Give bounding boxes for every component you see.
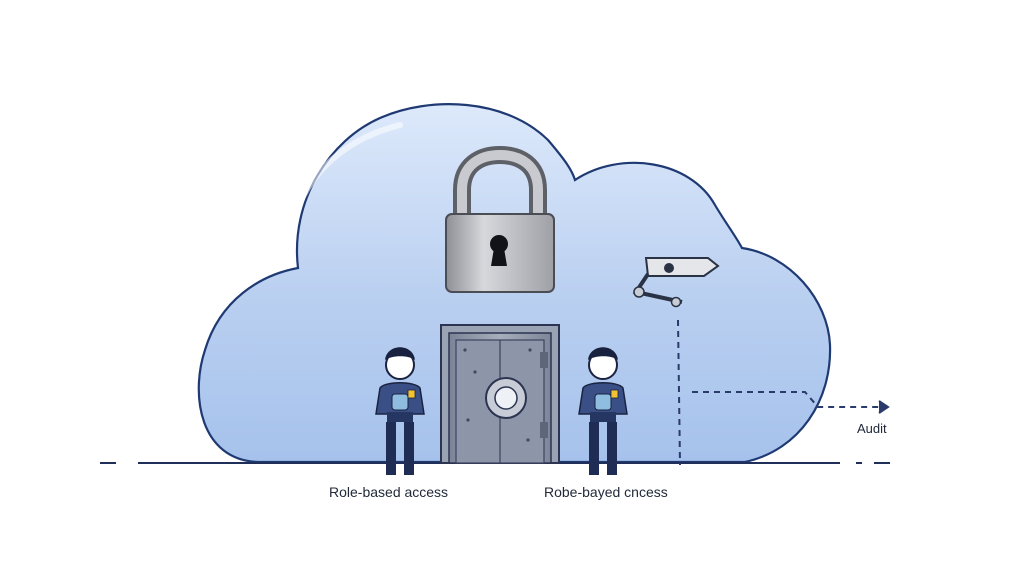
left-guard-label: Role-based access <box>329 484 449 500</box>
security-camera-icon <box>632 257 720 308</box>
audit-label: Audit <box>857 421 887 436</box>
audit-path <box>677 319 880 466</box>
padlock-icon <box>445 145 555 293</box>
security-guard-icon <box>578 347 628 475</box>
vault-door-icon <box>440 324 560 464</box>
arrow-right-icon <box>878 400 890 414</box>
right-guard-label: Robe-bayed cncess <box>544 484 668 500</box>
security-guard-icon <box>375 347 425 475</box>
